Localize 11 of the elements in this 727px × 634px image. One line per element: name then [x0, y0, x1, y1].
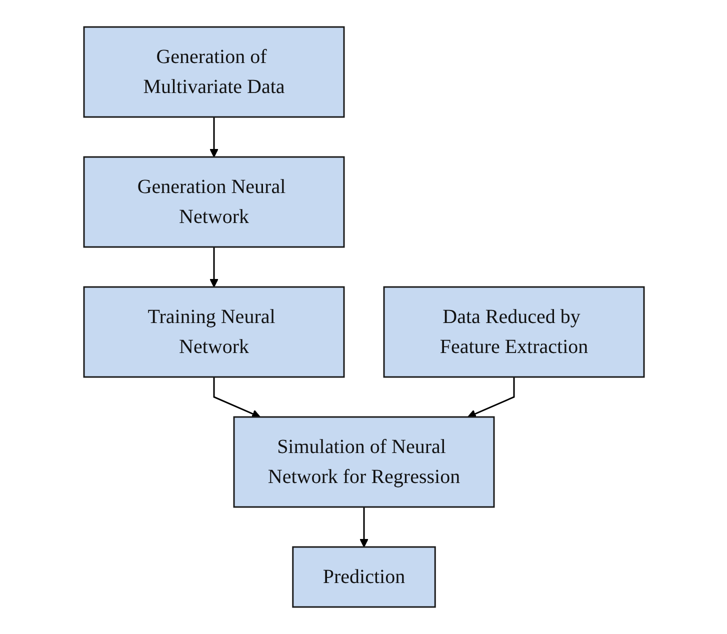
- arrow: [209, 117, 218, 158]
- arrow: [359, 507, 368, 548]
- node-box: Generation Neural Network: [82, 156, 344, 248]
- node-box: Training Neural Network: [82, 286, 344, 378]
- node-box: Simulation of Neural Network for Regression: [232, 416, 494, 508]
- arrow: [466, 377, 514, 418]
- node-box: Data Reduced by Feature Extraction: [382, 286, 644, 378]
- node-box: Prediction: [292, 546, 436, 608]
- arrow: [209, 247, 218, 288]
- node-box: Generation of Multivariate Data: [82, 26, 344, 118]
- arrow: [212, 377, 260, 418]
